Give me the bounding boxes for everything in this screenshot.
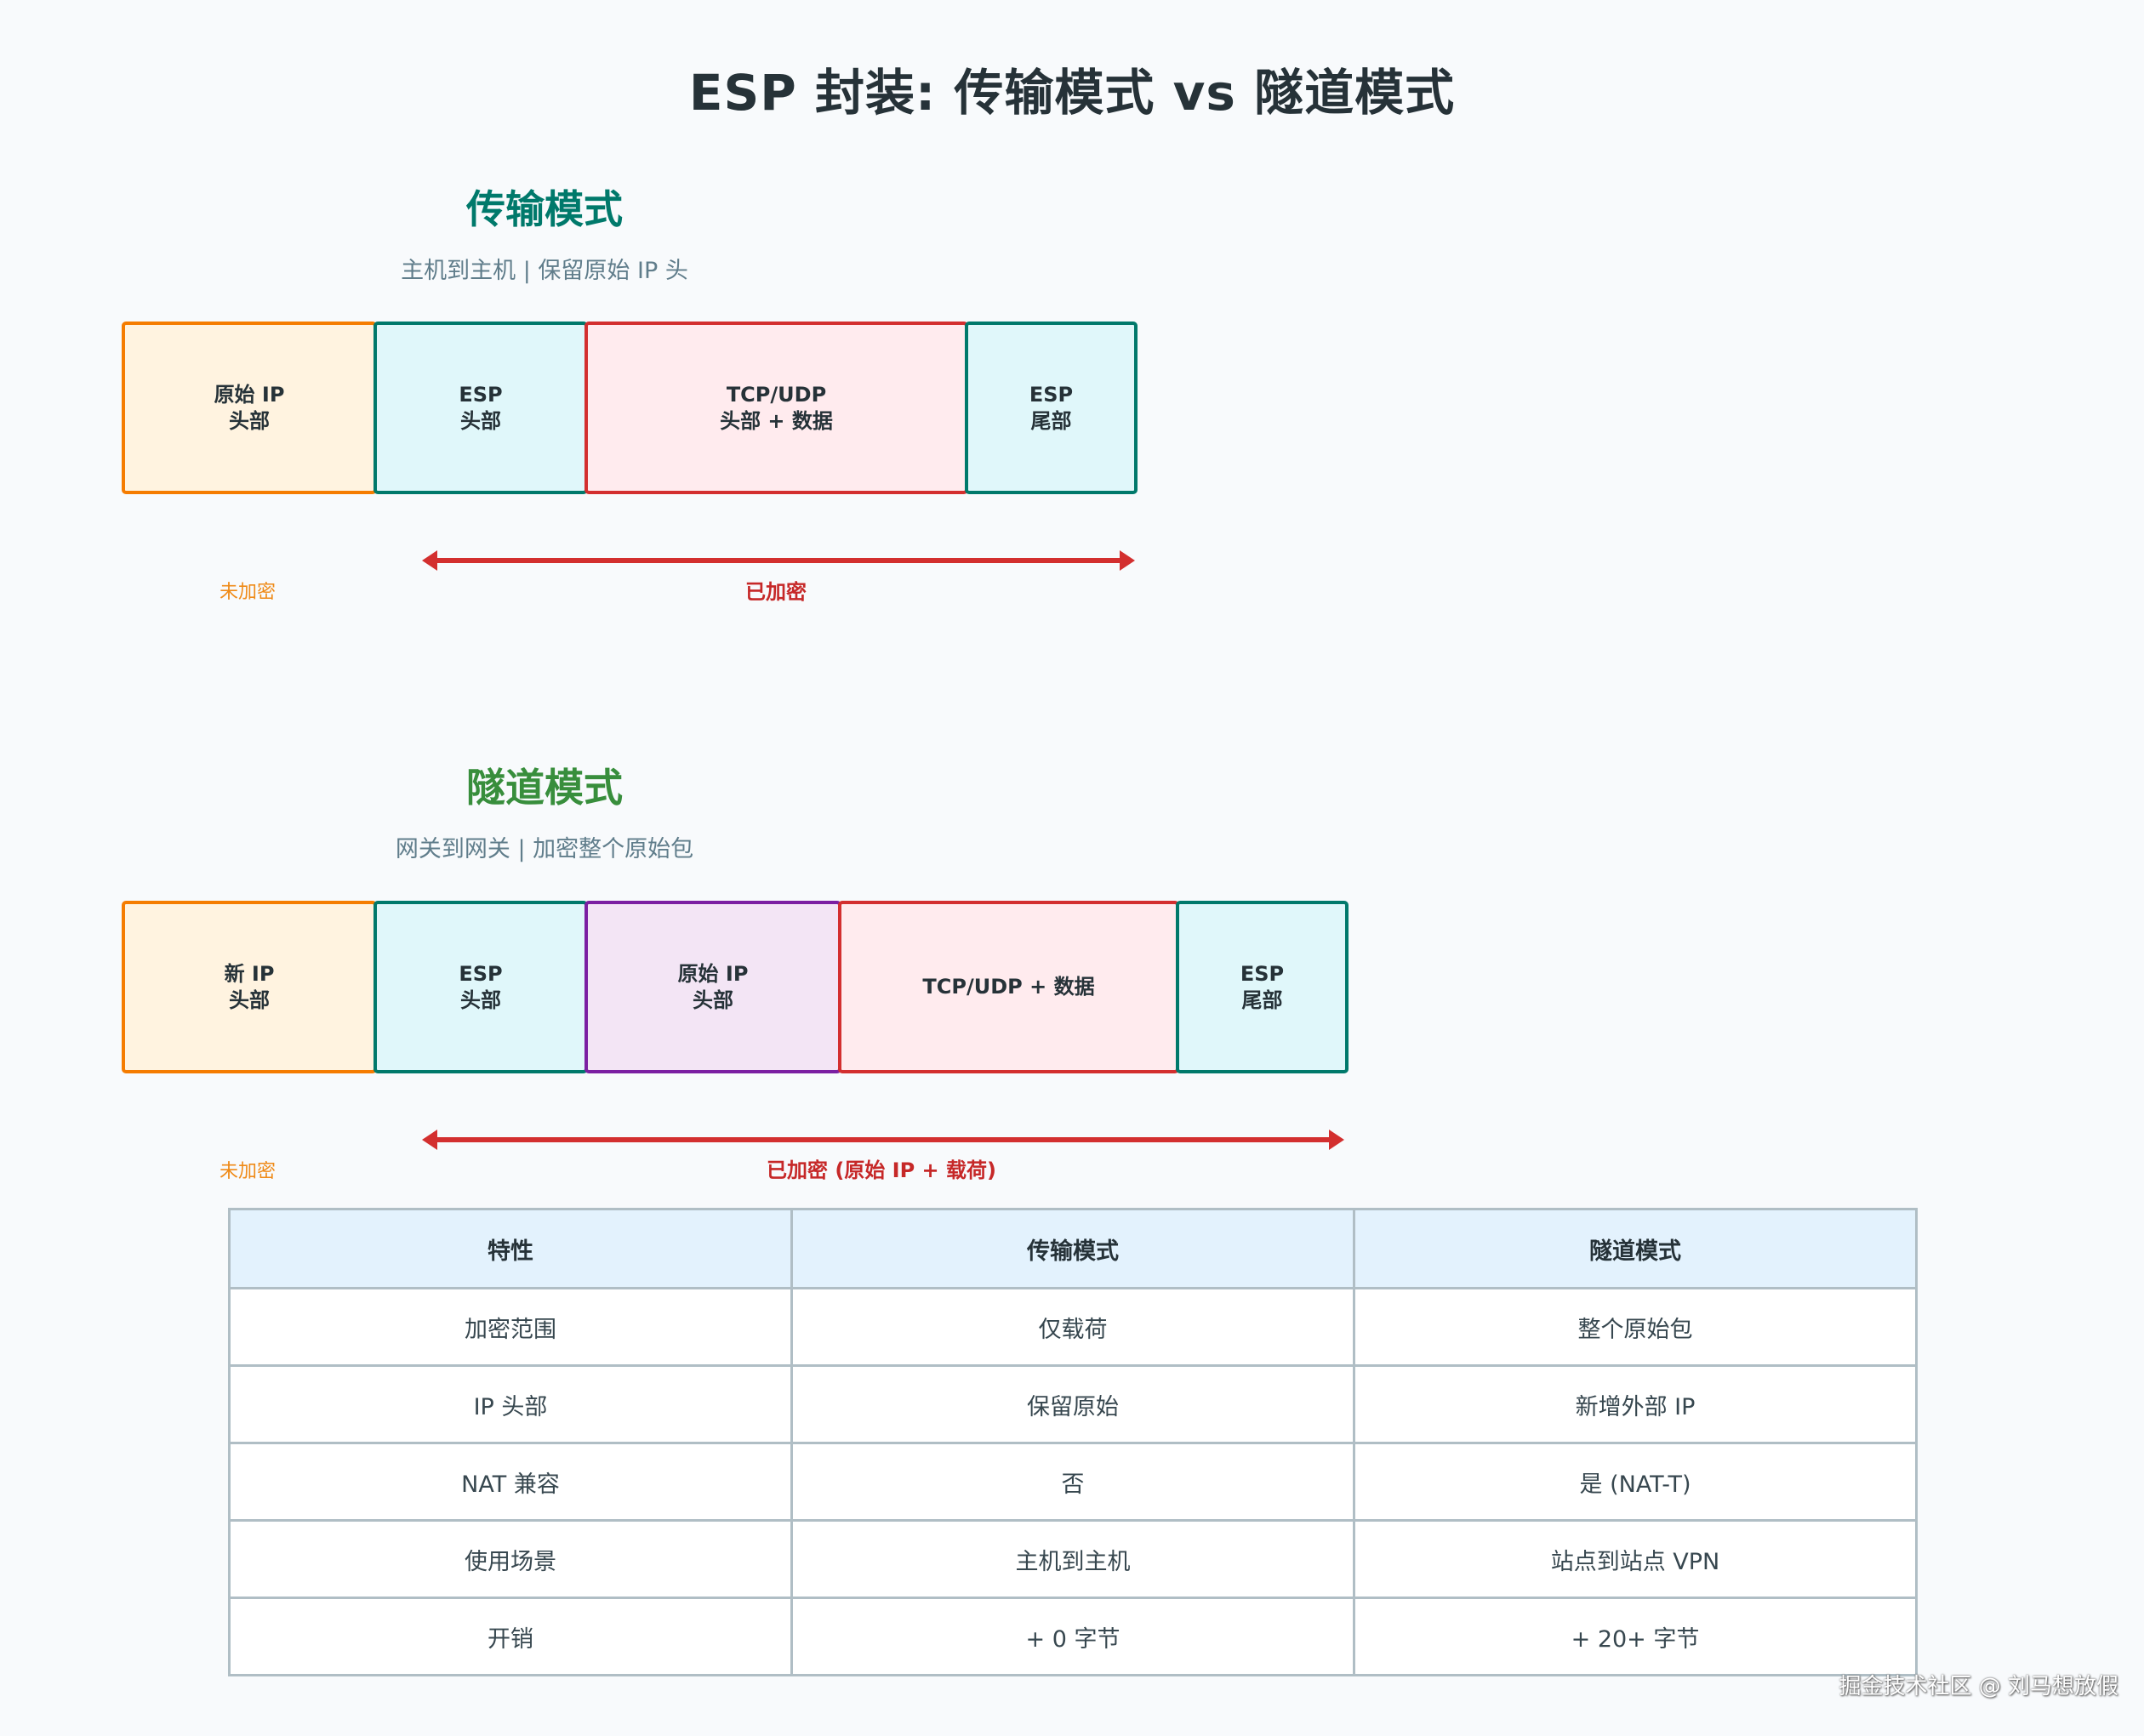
table-cell: 主机到主机: [790, 1519, 1355, 1599]
unencrypted-label: 未加密: [220, 1161, 277, 1182]
packet-block-esp-trailer: ESP 尾部: [1176, 901, 1349, 1073]
column-header: 隧道模式: [1353, 1208, 1918, 1289]
transport-mode-title: 传输模式: [466, 186, 623, 232]
table-cell: 否: [790, 1442, 1355, 1522]
column-header: 传输模式: [790, 1208, 1355, 1289]
unencrypted-label: 未加密: [220, 582, 277, 603]
table-row: 加密范围 仅载荷 整个原始包: [228, 1287, 1918, 1367]
table-row: NAT 兼容 否 是 (NAT-T): [228, 1442, 1918, 1522]
table-row: 开销 + 0 字节 + 20+ 字节: [228, 1597, 1918, 1676]
encrypted-label: 已加密 (原始 IP + 载荷): [767, 1158, 996, 1182]
packet-block-esp-header: ESP 头部: [373, 901, 588, 1073]
table-cell: NAT 兼容: [228, 1442, 793, 1522]
tunnel-mode-subtitle: 网关到网关 | 加密整个原始包: [395, 836, 694, 862]
table-cell: 开销: [228, 1597, 793, 1676]
table-cell: 新增外部 IP: [1353, 1364, 1918, 1444]
table-cell: IP 头部: [228, 1364, 793, 1444]
table-row: 使用场景 主机到主机 站点到站点 VPN: [228, 1519, 1918, 1599]
packet-block-original-ip-header: 原始 IP 头部: [584, 901, 841, 1073]
table-row: IP 头部 保留原始 新增外部 IP: [228, 1364, 1918, 1444]
packet-block-payload: TCP/UDP 头部 + 数据: [584, 322, 968, 494]
encrypted-range-arrow-icon: [422, 1130, 1344, 1150]
encrypted-label: 已加密: [745, 580, 807, 604]
table-cell: 保留原始: [790, 1364, 1355, 1444]
packet-block-original-ip-header: 原始 IP 头部: [122, 322, 377, 494]
packet-block-payload: TCP/UDP + 数据: [838, 901, 1179, 1073]
transport-mode-subtitle: 主机到主机 | 保留原始 IP 头: [401, 258, 688, 284]
packet-block-esp-trailer: ESP 尾部: [965, 322, 1138, 494]
table-cell: + 20+ 字节: [1353, 1597, 1918, 1676]
packet-block-new-ip-header: 新 IP 头部: [122, 901, 377, 1073]
table-cell: 站点到站点 VPN: [1353, 1519, 1918, 1599]
encrypted-range-arrow-icon: [422, 550, 1135, 571]
comparison-table: 特性 传输模式 隧道模式 加密范围 仅载荷 整个原始包 IP 头部 保留原始 新…: [228, 1208, 1918, 1676]
page-title: ESP 封装: 传输模式 vs 隧道模式: [688, 64, 1456, 122]
table-cell: 是 (NAT-T): [1353, 1442, 1918, 1522]
table-cell: 使用场景: [228, 1519, 793, 1599]
table-cell: 加密范围: [228, 1287, 793, 1367]
watermark: 掘金技术社区 @ 刘马想放假: [1839, 1674, 2118, 1699]
tunnel-mode-title: 隧道模式: [466, 765, 623, 811]
table-cell: 仅载荷: [790, 1287, 1355, 1367]
packet-block-esp-header: ESP 头部: [373, 322, 588, 494]
table-cell: + 0 字节: [790, 1597, 1355, 1676]
column-header: 特性: [228, 1208, 793, 1289]
table-header-row: 特性 传输模式 隧道模式: [228, 1208, 1918, 1289]
table-cell: 整个原始包: [1353, 1287, 1918, 1367]
